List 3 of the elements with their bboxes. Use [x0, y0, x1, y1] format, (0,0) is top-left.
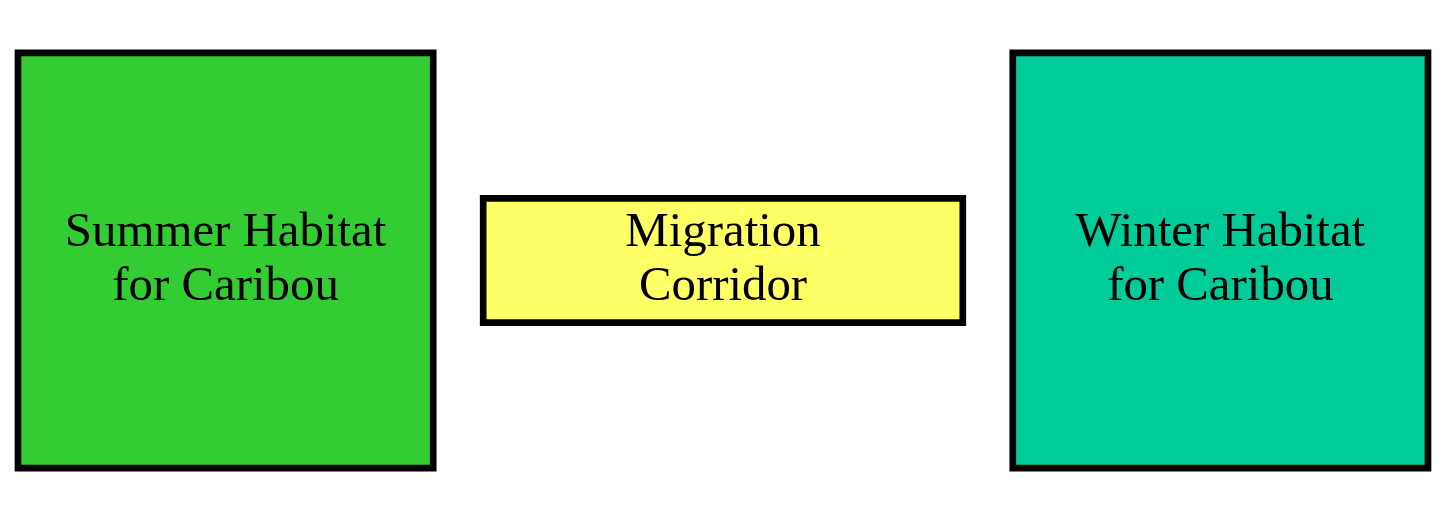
node-box: Summer Habitat for Caribou: [14, 49, 437, 472]
node-box: Migration Corridor: [479, 195, 967, 326]
node-box: Winter Habitat for Caribou: [1009, 49, 1432, 472]
